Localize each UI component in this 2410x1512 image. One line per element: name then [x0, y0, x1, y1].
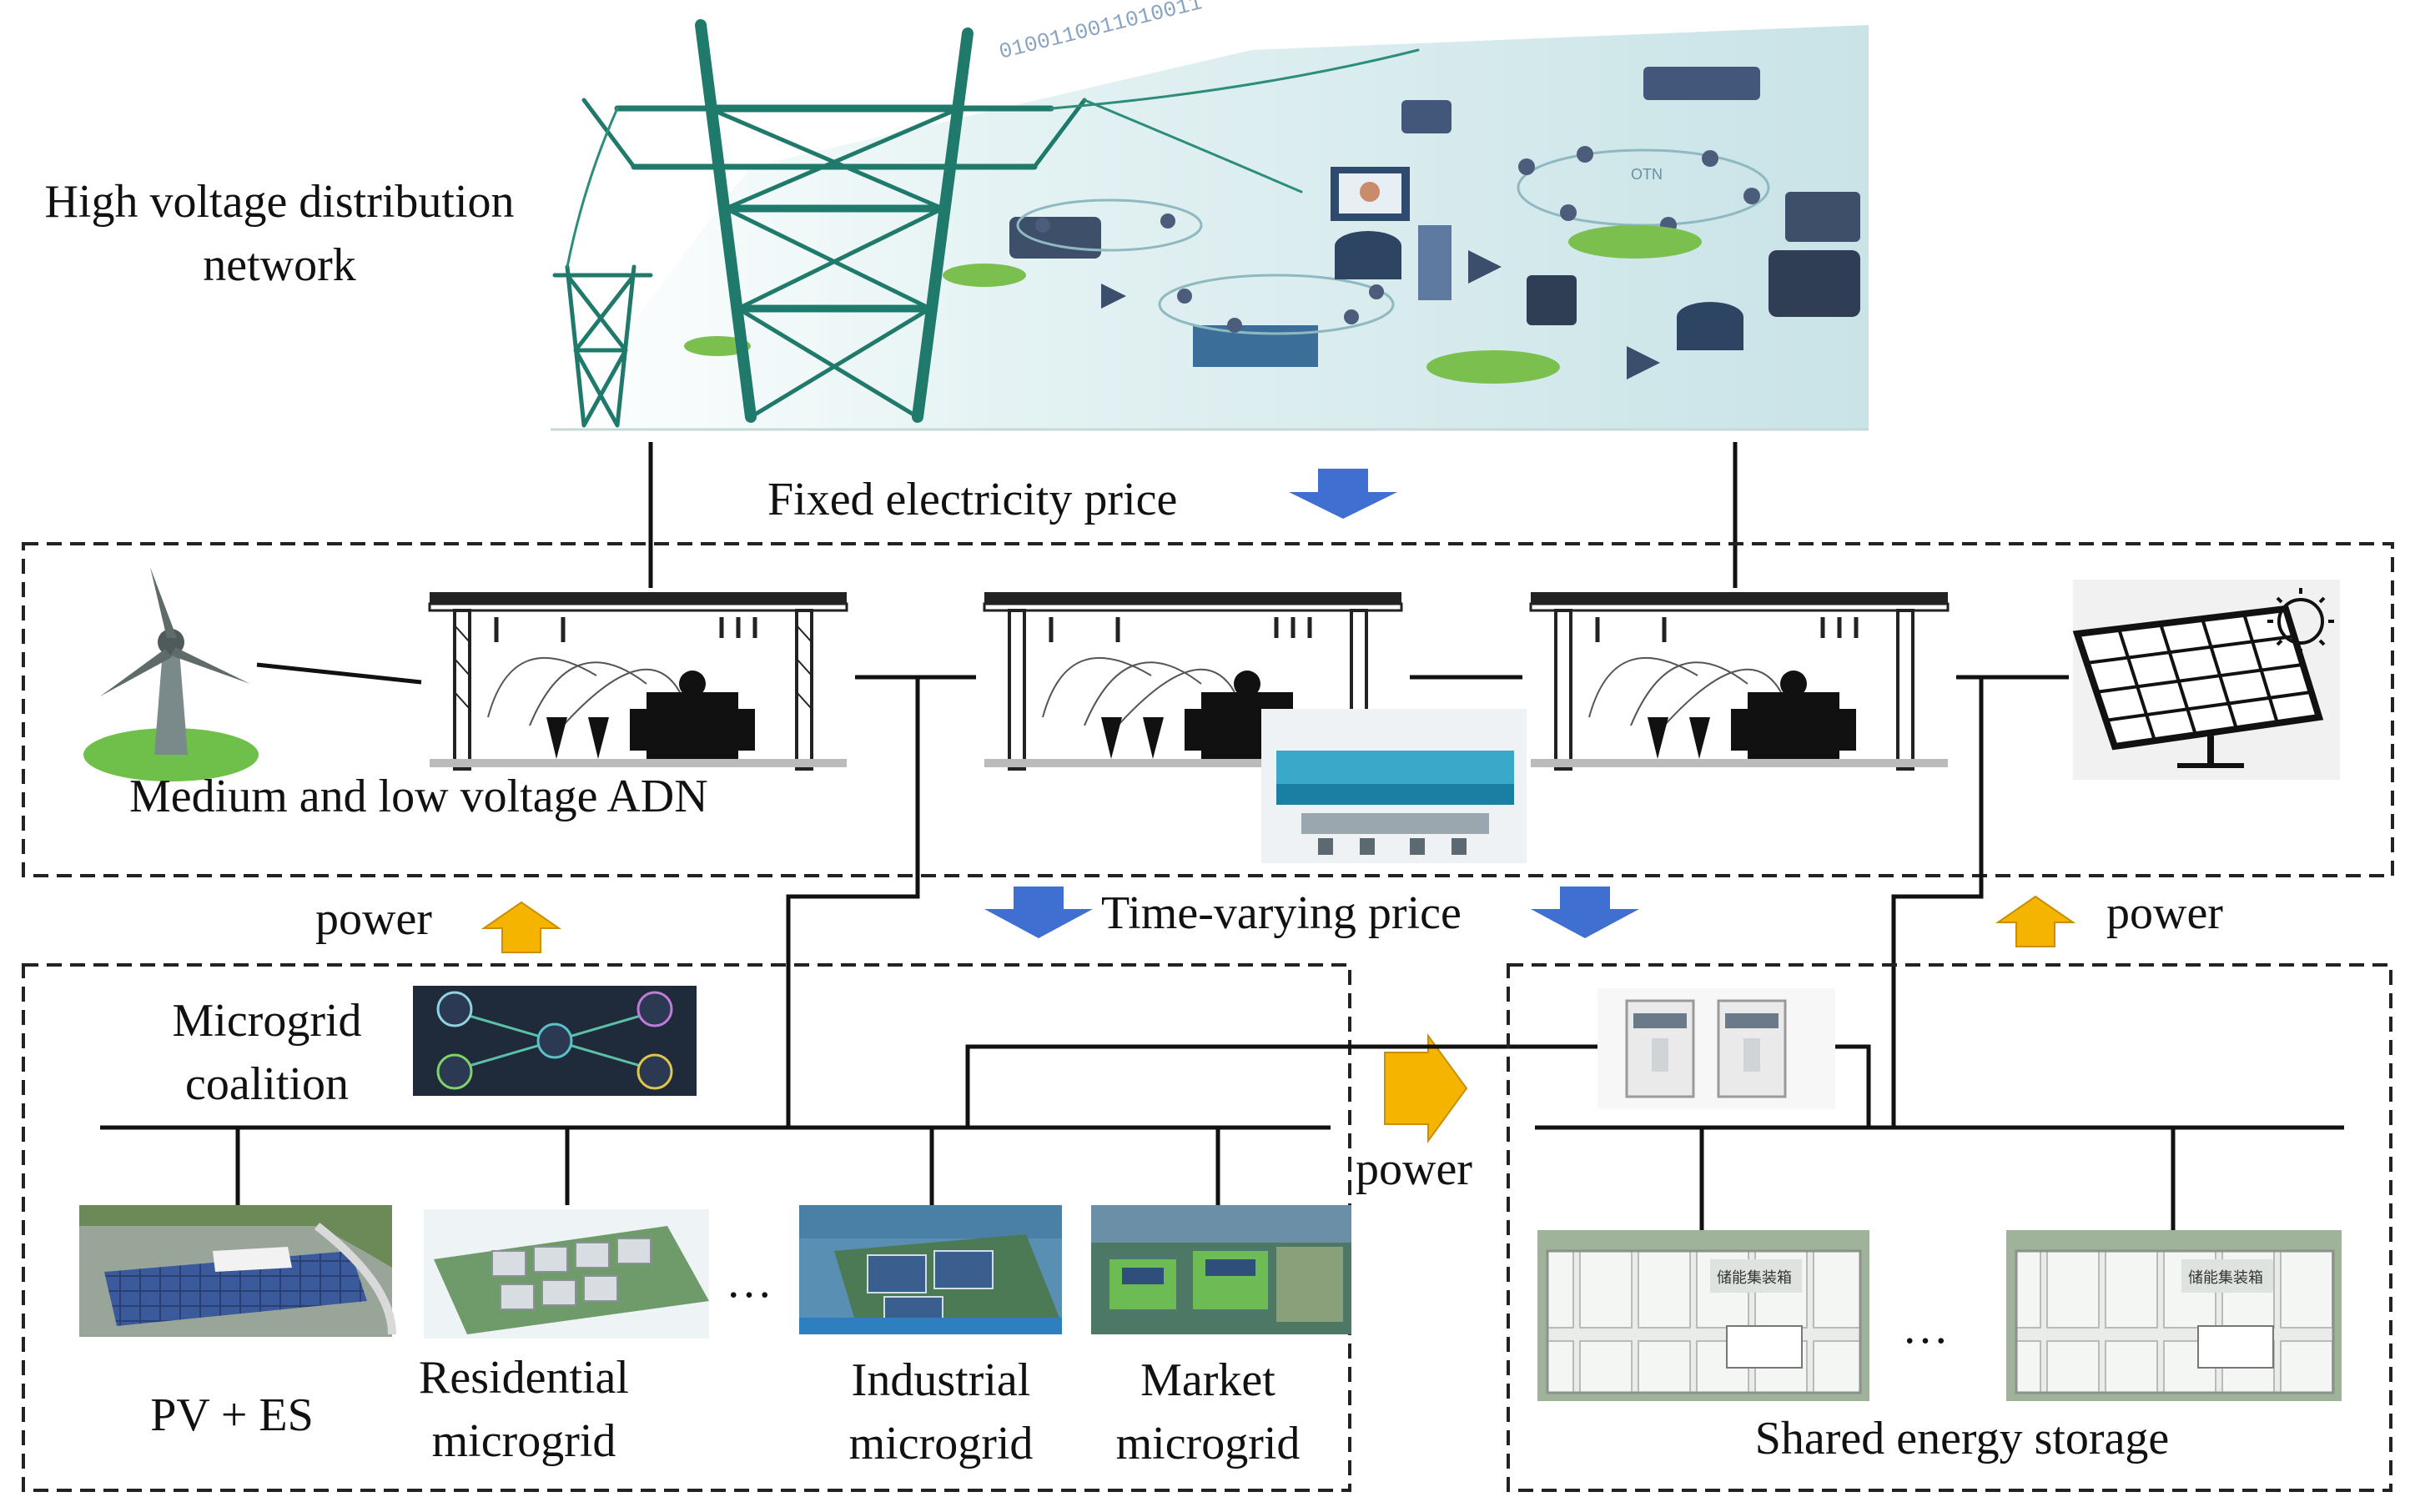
screen-device — [1331, 167, 1410, 221]
microgrid-coalition-line2: coalition — [185, 1057, 349, 1110]
binary-stream: 0100110011010011 — [997, 0, 1205, 65]
power-label-left: power — [315, 893, 432, 945]
market-label-line2: microgrid — [1115, 1417, 1301, 1469]
storage-region — [1507, 963, 2392, 1492]
residential-label-line2: microgrid — [431, 1414, 616, 1467]
substation-icon — [1529, 592, 1950, 771]
adn-label: Medium and low voltage ADN — [129, 771, 708, 822]
residential-label-line1: Residential — [419, 1352, 629, 1404]
microgrid-network-icon — [413, 986, 697, 1096]
network-ring-label: OTN — [1631, 166, 1663, 183]
green-platforms — [684, 225, 1702, 384]
control-room-icon — [1261, 709, 1527, 863]
residential-label: Residential microgrid — [419, 1347, 629, 1473]
industrial-label-line2: microgrid — [848, 1417, 1034, 1469]
industrial-label: Industrial microgrid — [849, 1349, 1034, 1475]
time-varying-price-label: Time-varying price — [1101, 887, 1462, 939]
time-varying-arrows — [984, 887, 1639, 938]
adn-region — [22, 542, 2394, 877]
market-microgrid-image — [1091, 1205, 1351, 1334]
storage-ellipsis: … — [1902, 1302, 1949, 1354]
feeder-lines — [786, 675, 2069, 1128]
container-label: 储能集装箱 — [2188, 1269, 2263, 1287]
cylinder-devices — [1335, 231, 1743, 350]
industrial-label-line1: Industrial — [851, 1354, 1031, 1406]
transmission-tower-icon — [552, 19, 1420, 428]
hv-connections — [648, 442, 1738, 588]
industrial-microgrid-image — [799, 1205, 1062, 1334]
high-voltage-label-line2: network — [203, 239, 356, 291]
energy-storage-cabinet-icon — [1597, 988, 1835, 1109]
substation-icon — [428, 592, 848, 771]
high-voltage-label-line1: High voltage distribution — [44, 176, 515, 228]
microgrid-coalition-label: Microgrid coalition — [172, 990, 361, 1116]
turbine-connection — [256, 662, 422, 685]
power-arrows — [480, 895, 2076, 1144]
microgrid-bus — [100, 1044, 1602, 1205]
container-storage-icon: 储能集装箱 — [1537, 1230, 1869, 1401]
fixed-price-arrow — [1289, 469, 1397, 519]
container-storage-icon: 储能集装箱 — [2006, 1230, 2342, 1401]
residential-microgrid-image — [424, 1209, 709, 1339]
high-voltage-network-image: OTN 0100110011010011 — [551, 0, 1869, 431]
power-label-right: power — [2106, 887, 2223, 939]
high-voltage-label: High voltage distribution network — [44, 171, 514, 297]
market-label: Market microgrid — [1116, 1349, 1301, 1475]
container-label: 储能集装箱 — [1717, 1269, 1792, 1287]
wind-turbine-icon — [83, 567, 259, 781]
shared-storage-label: Shared energy storage — [1754, 1413, 2170, 1464]
microgrid-ellipsis: … — [726, 1256, 772, 1308]
fixed-price-label: Fixed electricity price — [767, 474, 1178, 525]
microgrid-coalition-line1: Microgrid — [172, 995, 362, 1047]
pv-es-label: PV + ES — [150, 1389, 314, 1441]
pv-es-image — [79, 1205, 396, 1337]
power-label-middle: power — [1356, 1143, 1472, 1195]
network-rings — [1016, 148, 1770, 335]
storage-bus — [1535, 1044, 2344, 1230]
market-label-line1: Market — [1140, 1354, 1275, 1406]
network-nodes — [1035, 146, 1760, 333]
arrow-devices — [1101, 250, 1660, 379]
solar-panel-icon — [2072, 580, 2340, 780]
